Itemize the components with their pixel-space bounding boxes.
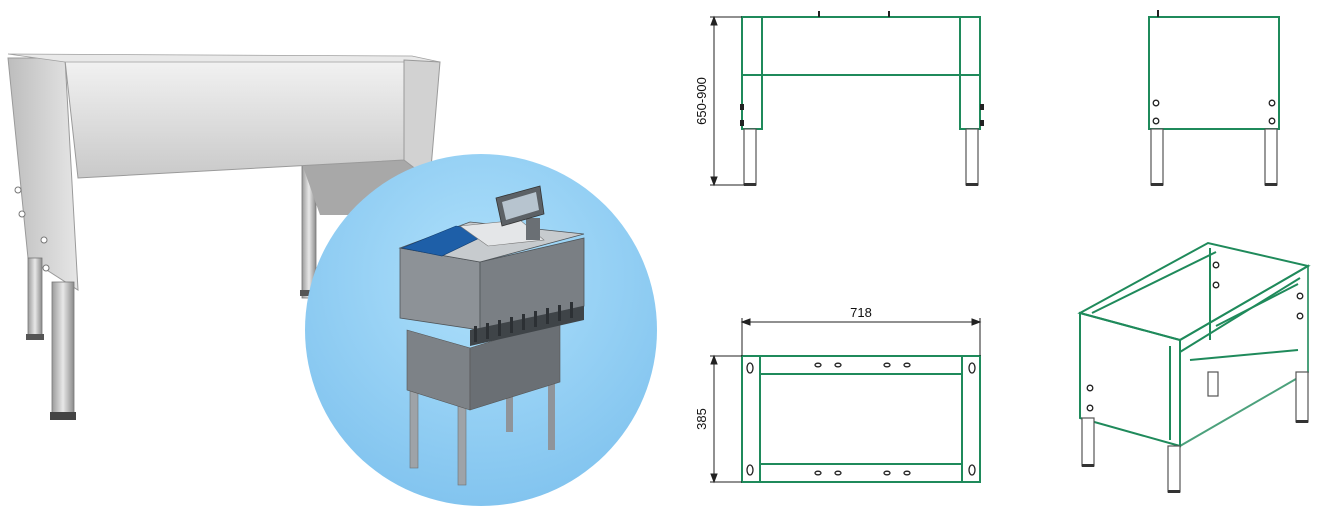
technical-drawings: 650-900 718 385 xyxy=(694,10,1311,493)
height-dimension-label: 650-900 xyxy=(694,77,709,125)
depth-dimension-label: 385 xyxy=(694,408,709,430)
machine-on-stand-icon xyxy=(398,185,585,486)
side-view-drawing xyxy=(1148,16,1280,130)
product-photo-panel xyxy=(7,53,657,506)
technical-drawings-panel: 650-900 718 385 xyxy=(680,0,1324,506)
front-view-drawing xyxy=(741,16,981,130)
stand-photo-icon xyxy=(7,53,657,506)
top-view-drawing xyxy=(741,355,981,483)
isometric-view-drawing xyxy=(1077,241,1311,448)
width-dimension-label: 718 xyxy=(850,305,872,320)
